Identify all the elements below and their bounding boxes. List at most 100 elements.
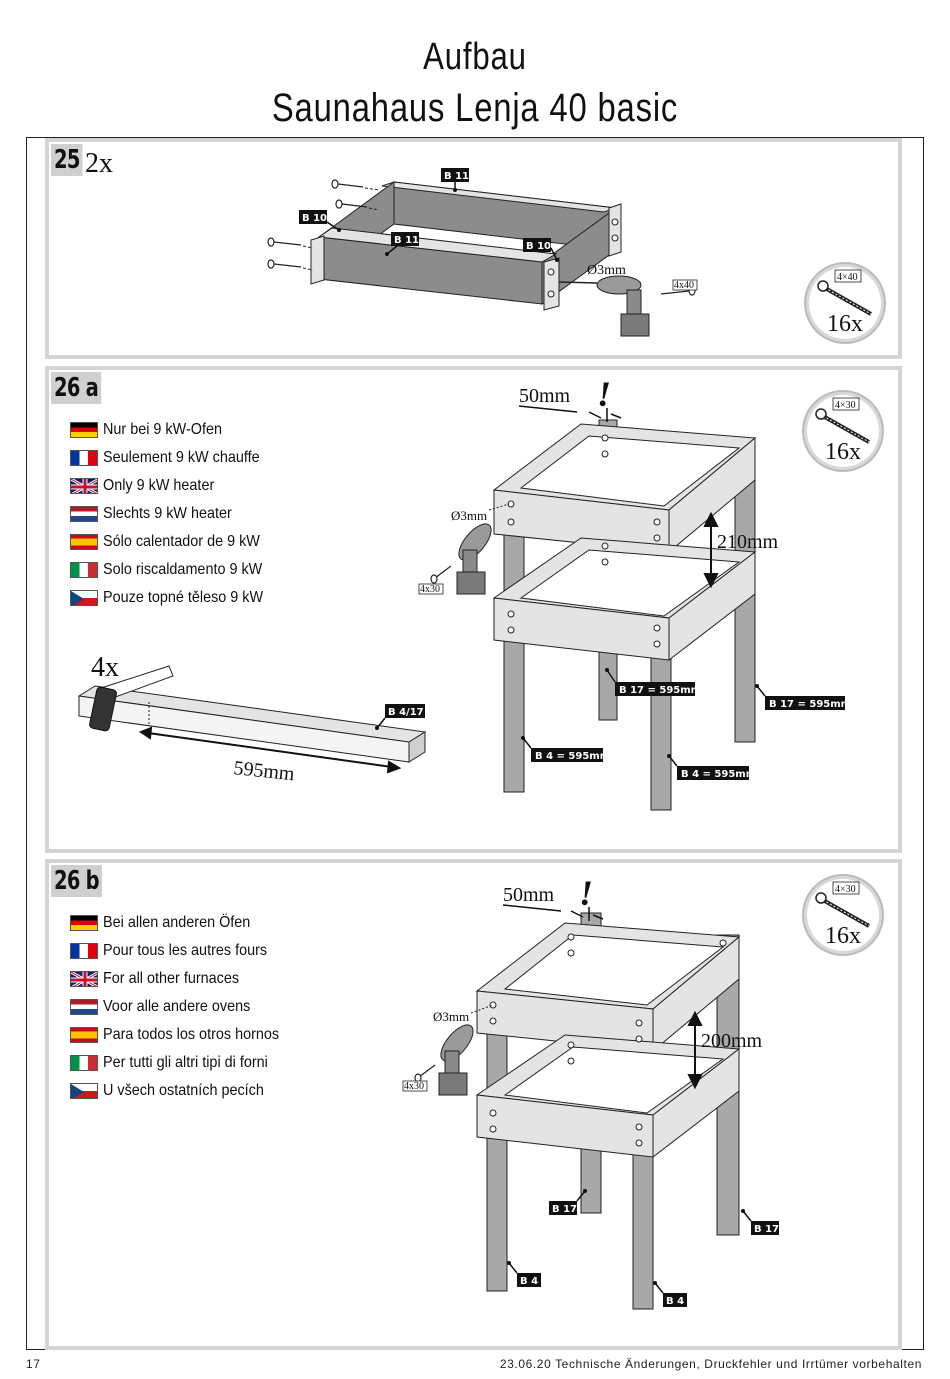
offset-label: 50mm — [503, 884, 555, 906]
nl-flag-icon — [70, 506, 98, 522]
quantity-label: 2x — [85, 148, 113, 179]
part-tag: B 17 = 595mm — [755, 684, 851, 710]
step-26a-panel: 26 a Nur bei 9 kW-Ofen Seulement 9 kW ch… — [45, 366, 902, 853]
de-flag-icon — [70, 422, 98, 438]
page-number: 17 — [26, 1357, 41, 1371]
language-item-es: Sólo calentador de 9 kW — [70, 528, 281, 556]
gb-flag-icon — [70, 478, 98, 494]
screw-icon — [267, 179, 368, 269]
screw-size-label: 4x40 — [674, 280, 694, 291]
svg-text:B 10: B 10 — [526, 241, 551, 252]
language-item-gb: Only 9 kW heater — [70, 472, 281, 500]
svg-text:B 17: B 17 — [552, 1204, 577, 1215]
screw-count-badge: 4×40 16x — [804, 262, 886, 344]
height-dimension — [687, 1010, 703, 1090]
gb-flag-icon — [70, 971, 98, 987]
fr-flag-icon — [70, 450, 98, 466]
step-number: 26 a — [51, 372, 102, 404]
svg-text:B 17 = 595mm: B 17 = 595mm — [619, 685, 701, 696]
height-dimension — [703, 511, 719, 589]
drill-size-label: Ø3mm — [451, 508, 487, 523]
screw-count-badge: 4×30 16x — [802, 874, 884, 956]
cut-board — [77, 685, 427, 763]
board-edge — [317, 227, 558, 263]
drill-icon — [456, 503, 510, 595]
nl-flag-icon — [70, 999, 98, 1015]
page-title-line1: Aufbau — [423, 36, 527, 78]
it-flag-icon — [70, 562, 98, 578]
saw-icon — [89, 665, 174, 732]
part-tag: B 4 — [653, 1281, 687, 1307]
language-item-gb: For all other furnaces — [70, 965, 299, 993]
language-item-es: Para todos los otros hornos — [70, 1021, 299, 1049]
language-item-nl: Voor alle andere ovens — [70, 993, 299, 1021]
part-tag: B 4 = 595mm — [521, 736, 610, 762]
language-item-cz: Pouze topné těleso 9 kW — [70, 584, 281, 612]
part-tag: B 4/17 — [375, 704, 425, 730]
part-tag: B 17 — [741, 1209, 779, 1235]
svg-text:B 17: B 17 — [754, 1224, 779, 1235]
height-label: 200mm — [701, 1030, 763, 1052]
it-flag-icon — [70, 1055, 98, 1071]
svg-text:B 4 = 595mm: B 4 = 595mm — [681, 769, 756, 780]
cut-length-label: 595mm — [232, 757, 296, 785]
svg-text:16x: 16x — [825, 439, 861, 465]
language-item-de: Bei allen anderen Öfen — [70, 909, 299, 937]
es-flag-icon — [70, 1027, 98, 1043]
board-edge — [381, 181, 617, 213]
frame-stand-diagram: 50mm ! 200mm Ø3mm 4x30 — [402, 873, 884, 1310]
svg-text:4×40: 4×40 — [837, 272, 858, 283]
drill-icon — [438, 1004, 494, 1096]
part-tag: B 4 — [507, 1261, 541, 1287]
fr-flag-icon — [70, 943, 98, 959]
screw-icon — [430, 565, 452, 584]
svg-text:B 11: B 11 — [394, 235, 419, 246]
leg-b4-front-left — [503, 509, 525, 793]
cz-flag-icon — [70, 590, 98, 606]
part-tag: B 10 — [523, 238, 559, 262]
step-25-panel: 25 2x — [45, 138, 902, 359]
svg-text:4×30: 4×30 — [835, 884, 856, 895]
screw-icon — [414, 1064, 436, 1083]
language-item-cz: U všech ostatních pecích — [70, 1077, 299, 1105]
frame-stand-diagram: 595mm B 4/17 — [77, 374, 884, 811]
svg-text:B 4: B 4 — [666, 1296, 684, 1307]
language-item-fr: Seulement 9 kW chauffe — [70, 444, 281, 472]
frame-assembly-diagram: Ø3mm 4x40 B 11 B 10 B 11 B — [267, 168, 886, 344]
step-number: 26 b — [51, 865, 102, 897]
svg-text:B 17 = 595mm: B 17 = 595mm — [769, 699, 851, 710]
es-flag-icon — [70, 534, 98, 550]
screw-count-badge: 4×30 16x — [802, 390, 884, 472]
step-26b-panel: 26 b Bei allen anderen Öfen Pour tous le… — [45, 859, 902, 1350]
de-flag-icon — [70, 915, 98, 931]
height-label: 210mm — [717, 531, 779, 553]
cz-flag-icon — [70, 1083, 98, 1099]
leg-b4-front-left — [486, 1002, 508, 1292]
drill-size-label: Ø3mm — [433, 1009, 469, 1024]
part-tag: B 4 = 595mm — [667, 754, 756, 780]
svg-text:B 4: B 4 — [520, 1276, 538, 1287]
screw-size-label: 4x30 — [404, 1081, 424, 1092]
part-tag: B 11 — [441, 168, 469, 192]
part-tag: B 17 — [549, 1189, 587, 1215]
language-item-it: Per tutti gli altri tipi di forni — [70, 1049, 299, 1077]
part-tag: B 11 — [385, 232, 419, 256]
step-number: 25 — [51, 144, 83, 176]
svg-text:4×30: 4×30 — [835, 400, 856, 411]
svg-text:16x: 16x — [827, 311, 863, 337]
language-list: Nur bei 9 kW-Ofen Seulement 9 kW chauffe… — [70, 416, 281, 612]
warning-icon: ! — [579, 873, 593, 913]
page-title-line2: Saunahaus Lenja 40 basic — [271, 86, 679, 130]
language-item-nl: Slechts 9 kW heater — [70, 500, 281, 528]
part-tag: B 10 — [299, 210, 341, 232]
offset-label: 50mm — [519, 385, 571, 407]
language-item-de: Nur bei 9 kW-Ofen — [70, 416, 281, 444]
screw-size-label: 4x30 — [420, 584, 440, 595]
svg-text:B 4/17: B 4/17 — [388, 707, 424, 718]
language-item-fr: Pour tous les autres fours — [70, 937, 299, 965]
drill-size-label: Ø3mm — [587, 263, 626, 278]
length-dimension — [138, 726, 402, 774]
drill-icon — [558, 275, 650, 337]
svg-text:B 4 = 595mm: B 4 = 595mm — [535, 751, 610, 762]
svg-text:B 10: B 10 — [302, 213, 327, 224]
